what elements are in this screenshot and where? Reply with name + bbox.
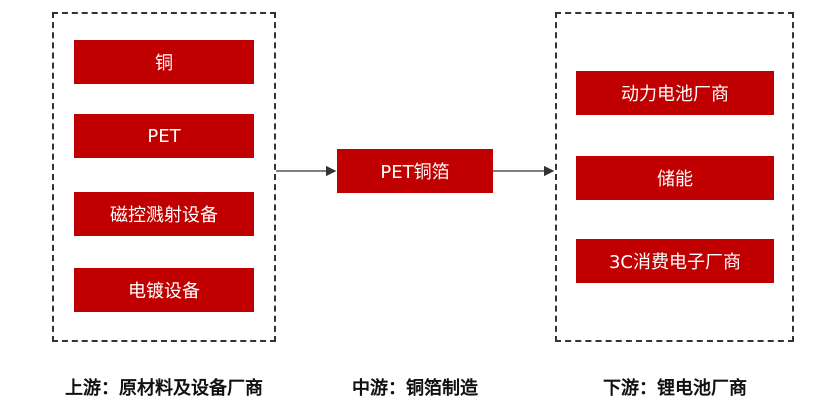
downstream-caption: 下游：锂电池厂商: [603, 378, 747, 399]
upstream-group: [52, 12, 276, 342]
downstream-group: [555, 12, 794, 342]
upstream-item-electroplating-equipment: 电镀设备: [74, 268, 254, 312]
midstream-item-pet-copper-foil: PET铜箔: [337, 149, 493, 193]
midstream-caption: 中游：铜箔制造: [352, 378, 478, 399]
downstream-item-3c-electronics: 3C消费电子厂商: [576, 239, 774, 283]
downstream-item-energy-storage: 储能: [576, 156, 774, 200]
upstream-item-pet: PET: [74, 114, 254, 158]
downstream-item-power-battery: 动力电池厂商: [576, 71, 774, 115]
upstream-caption: 上游：原材料及设备厂商: [65, 378, 263, 399]
upstream-item-copper: 铜: [74, 40, 254, 84]
upstream-item-sputtering-equipment: 磁控溅射设备: [74, 192, 254, 236]
